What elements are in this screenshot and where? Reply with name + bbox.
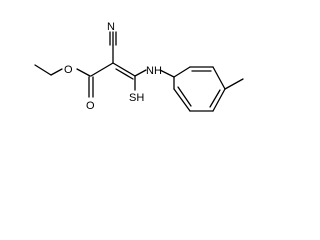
bond-methyl [224,78,244,90]
ring-inner-2 [209,89,221,108]
atom-carbonyl-o: O [86,100,95,112]
bond-cc-double-1 [112,62,136,77]
molecule-structure: N O O NH SH [34,21,244,112]
ring-inner-3 [177,86,192,107]
atom-nitrile-n: N [107,21,115,33]
ring-bond-1 [173,66,191,78]
ring-bond-6 [173,88,191,112]
atom-ester-o: O [64,64,73,76]
bond-nh-aryl [159,69,175,78]
ring-bond-3 [212,66,226,90]
atom-thiol-sh: SH [129,92,144,104]
bond-o-carbonyl-c [76,68,91,77]
bond-carbonyl-alpha [90,62,114,77]
ring-bond-4 [212,88,226,112]
bond-ethyl-ch3-ch2 [34,64,52,76]
bond-beta-nh [134,69,147,77]
bond-cc-double-2 [115,68,134,80]
atom-amine-nh: NH [146,65,162,77]
bond-ethyl-ch2-o [50,68,63,76]
